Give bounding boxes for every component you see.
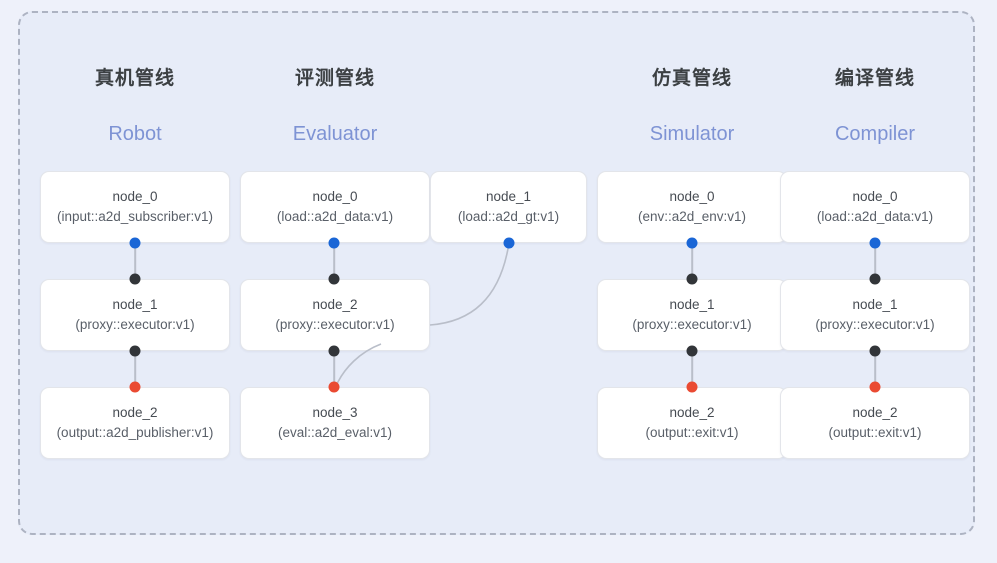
column-subtitle-simulator: Simulator xyxy=(649,123,735,145)
node-robot-2[interactable]: node_2 (output::a2d_publisher:v1) xyxy=(40,387,230,459)
node-robot-0[interactable]: node_0 (input::a2d_subscriber:v1) xyxy=(40,171,230,243)
column-title-compiler: 编译管线 xyxy=(834,68,915,89)
node-compiler-0[interactable]: node_0 (load::a2d_data:v1) xyxy=(780,171,970,243)
node-evaluator-3[interactable]: node_3 (eval::a2d_eval:v1) xyxy=(240,387,430,459)
node-name: node_1 xyxy=(485,189,532,205)
link-robot-0-1 xyxy=(134,243,136,279)
node-name: node_0 xyxy=(669,189,715,205)
node-simulator-0[interactable]: node_0 (env::a2d_env:v1) xyxy=(597,171,787,243)
node-name: node_0 xyxy=(112,189,158,205)
port-in-icon[interactable] xyxy=(869,273,881,285)
node-robot-1[interactable]: node_1 (proxy::executor:v1) xyxy=(40,279,230,351)
node-type: (output::a2d_publisher:v1) xyxy=(56,425,214,440)
node-evaluator-0[interactable]: node_0 (load::a2d_data:v1) xyxy=(240,171,430,243)
column-subtitle-evaluator: Evaluator xyxy=(292,123,378,145)
port-in-icon[interactable] xyxy=(328,273,340,285)
link-evaluator-2-3 xyxy=(333,351,335,387)
node-evaluator-gt[interactable]: node_1 (load::a2d_gt:v1) xyxy=(430,171,587,243)
column-title-robot: 真机管线 xyxy=(94,68,175,89)
link-evaluator-0-2 xyxy=(333,243,335,279)
node-type: (eval::a2d_eval:v1) xyxy=(277,425,393,440)
node-name: node_1 xyxy=(112,297,158,313)
node-name: node_1 xyxy=(669,297,715,313)
node-name: node_2 xyxy=(852,405,898,421)
column-title-evaluator: 评测管线 xyxy=(294,68,375,89)
node-type: (env::a2d_env:v1) xyxy=(637,209,747,224)
port-in-icon[interactable] xyxy=(129,381,141,393)
column-subtitle-compiler: Compiler xyxy=(834,123,916,145)
node-type: (proxy::executor:v1) xyxy=(632,317,752,332)
port-out-icon[interactable] xyxy=(869,345,881,357)
port-out-icon[interactable] xyxy=(129,237,141,249)
port-out-icon[interactable] xyxy=(686,345,698,357)
port-in-icon[interactable] xyxy=(328,381,340,393)
port-in-icon[interactable] xyxy=(869,381,881,393)
node-simulator-2[interactable]: node_2 (output::exit:v1) xyxy=(597,387,787,459)
node-name: node_3 xyxy=(312,405,358,421)
link-simulator-1-2 xyxy=(691,351,693,387)
node-simulator-1[interactable]: node_1 (proxy::executor:v1) xyxy=(597,279,787,351)
node-compiler-1[interactable]: node_1 (proxy::executor:v1) xyxy=(780,279,970,351)
port-out-icon[interactable] xyxy=(869,237,881,249)
port-in-icon[interactable] xyxy=(686,381,698,393)
node-name: node_0 xyxy=(312,189,358,205)
port-out-icon[interactable] xyxy=(686,237,698,249)
node-type: (output::exit:v1) xyxy=(828,425,922,440)
node-type: (input::a2d_subscriber:v1) xyxy=(56,209,214,224)
node-type: (proxy::executor:v1) xyxy=(275,317,395,332)
node-type: (proxy::executor:v1) xyxy=(75,317,195,332)
node-name: node_1 xyxy=(852,297,898,313)
port-out-icon[interactable] xyxy=(328,345,340,357)
node-name: node_2 xyxy=(669,405,715,421)
node-name: node_0 xyxy=(852,189,898,205)
port-out-icon[interactable] xyxy=(328,237,340,249)
node-name: node_2 xyxy=(112,405,158,421)
port-out-icon[interactable] xyxy=(503,237,515,249)
node-name: node_2 xyxy=(312,297,358,313)
node-compiler-2[interactable]: node_2 (output::exit:v1) xyxy=(780,387,970,459)
link-compiler-1-2 xyxy=(874,351,876,387)
port-in-icon[interactable] xyxy=(129,273,141,285)
column-subtitle-robot: Robot xyxy=(108,123,162,145)
link-robot-1-2 xyxy=(134,351,136,387)
port-in-icon[interactable] xyxy=(686,273,698,285)
node-type: (load::a2d_gt:v1) xyxy=(457,209,560,224)
node-evaluator-2[interactable]: node_2 (proxy::executor:v1) xyxy=(240,279,430,351)
node-type: (load::a2d_data:v1) xyxy=(816,209,934,224)
port-out-icon[interactable] xyxy=(129,345,141,357)
link-compiler-0-1 xyxy=(874,243,876,279)
column-title-simulator: 仿真管线 xyxy=(651,68,732,89)
node-type: (output::exit:v1) xyxy=(645,425,739,440)
link-simulator-0-1 xyxy=(691,243,693,279)
node-type: (load::a2d_data:v1) xyxy=(276,209,394,224)
node-type: (proxy::executor:v1) xyxy=(815,317,935,332)
